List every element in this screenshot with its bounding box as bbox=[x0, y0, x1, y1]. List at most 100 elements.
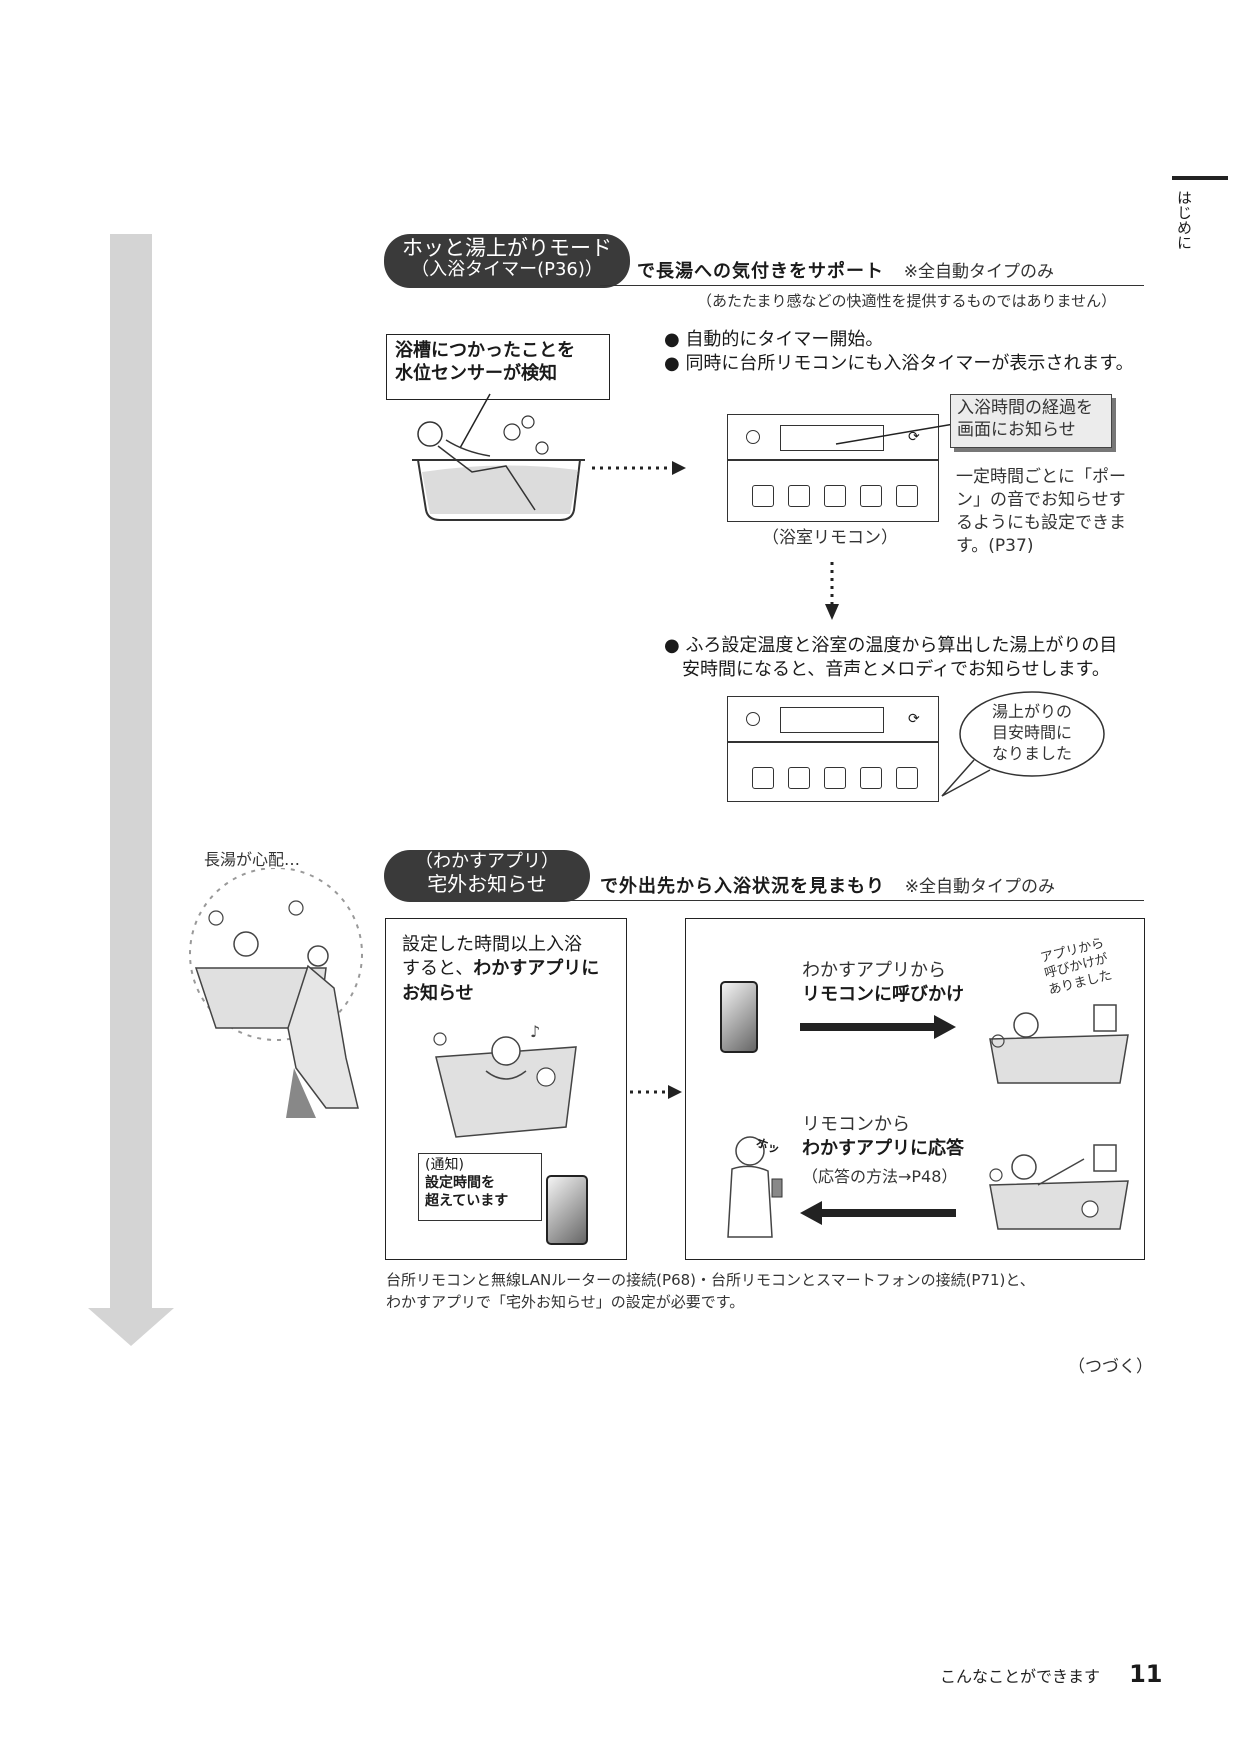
section2-rule bbox=[560, 900, 1144, 901]
section1-bullet-2-text: 同時に台所リモコンにも入浴タイマーが表示されます。 bbox=[685, 353, 1134, 375]
remote2-refresh-icon: ⟳ bbox=[908, 711, 920, 727]
notification-tag: (通知) bbox=[425, 1157, 464, 1173]
worry-label: 長湯が心配… bbox=[204, 850, 301, 869]
remote2-button-4 bbox=[860, 767, 882, 789]
bathtub-illustration bbox=[412, 415, 585, 521]
side-tab-label: はじめに bbox=[1175, 190, 1193, 250]
bathing-man-remote-illustration-2 bbox=[989, 1144, 1129, 1230]
remote2-button-5 bbox=[896, 767, 918, 789]
section1-note: ※全自動タイプのみ bbox=[903, 262, 1054, 282]
bathing-man-remote-illustration-1 bbox=[989, 1004, 1129, 1084]
section1-side-note: 一定時間ごとに「ポー ン」の音でお知らせす るようにも設定できま す。(P37) bbox=[956, 466, 1126, 558]
sensor-box-line2: 水位センサーが検知 bbox=[395, 363, 557, 385]
section1-badge-line1: ホッと湯上がりモード bbox=[402, 236, 612, 260]
bullet-bottom-line2: 安時間になると、音声とメロディでお知らせします。 bbox=[682, 659, 1110, 681]
dotted-arrow-right-2 bbox=[630, 1085, 682, 1099]
flow-arrow-shaft bbox=[110, 234, 152, 1310]
arrow-left-solid-icon bbox=[800, 1201, 956, 1225]
speech-line2: 目安時間に bbox=[991, 722, 1072, 742]
side-note-line1: 一定時間ごとに「ポー bbox=[956, 467, 1126, 487]
side-tab-rule bbox=[1172, 176, 1228, 180]
dotted-arrow-right-1 bbox=[592, 461, 686, 475]
section2-right-panel: わかすアプリから リモコンに呼びかけ アプリから 呼びかけが ありました リモコ… bbox=[685, 918, 1145, 1260]
phone-tap-icon bbox=[720, 981, 758, 1053]
section1-badge-line2: （入浴タイマー(P36)） bbox=[411, 259, 603, 281]
right-bottom-line2: わかすアプリに応答 bbox=[802, 1138, 964, 1160]
woman-with-phone-illustration bbox=[727, 1136, 783, 1238]
footer: こんなことができます 11 bbox=[940, 1660, 1163, 1688]
smartphone-icon bbox=[546, 1175, 588, 1245]
section2-heading-text: で外出先から入浴状況を見まもり bbox=[600, 876, 885, 897]
right-top-line2: リモコンに呼びかけ bbox=[802, 984, 964, 1006]
notification-box: (通知) 設定時間を 超えています bbox=[418, 1153, 542, 1221]
section1-disclaimer: （あたたまり感などの快適性を提供するものではありません） bbox=[697, 292, 1117, 310]
remote1-button-1 bbox=[752, 485, 774, 507]
remote1-button-3 bbox=[824, 485, 846, 507]
right-top-line1: わかすアプリから bbox=[802, 960, 946, 981]
callout-line2: 画面にお知らせ bbox=[957, 420, 1076, 441]
remote-caption: （浴室リモコン） bbox=[762, 528, 898, 548]
remote2-button-1 bbox=[752, 767, 774, 789]
page-number: 11 bbox=[1129, 1660, 1163, 1688]
response-note: （応答の方法→P48） bbox=[802, 1166, 958, 1186]
remote1-button-5 bbox=[896, 485, 918, 507]
section2-badge-line1: （わかすアプリ） bbox=[415, 851, 559, 872]
speech-line1: 湯上がりの bbox=[991, 702, 1072, 721]
section1-bullet-list: ● 自動的にタイマー開始。 ● 同時に台所リモコンにも入浴タイマーが表示されます… bbox=[664, 328, 1134, 377]
speech-line3: なりました bbox=[991, 743, 1072, 763]
left-text-line3: お知らせ bbox=[402, 982, 474, 1004]
section2-footnote: 台所リモコンと無線LANルーターの接続(P68)・台所リモコンとスマートフォンの… bbox=[386, 1270, 1035, 1314]
remote1-button-2 bbox=[788, 485, 810, 507]
right-top-text: わかすアプリから リモコンに呼びかけ bbox=[802, 959, 964, 1008]
display-callout: 入浴時間の経過を 画面にお知らせ bbox=[950, 394, 1112, 448]
svg-text:♪: ♪ bbox=[530, 1022, 540, 1041]
section1-heading: で長湯への気付きをサポート ※全自動タイプのみ bbox=[637, 257, 1054, 283]
sensor-box-line1: 浴槽につかったことを bbox=[395, 340, 575, 361]
side-note-line4: す。(P37) bbox=[956, 535, 1034, 556]
remote2-button-2 bbox=[788, 767, 810, 789]
remote2-power-icon bbox=[746, 712, 760, 726]
callout-pointer-line bbox=[835, 423, 955, 445]
bullet-bottom-text-1: ふろ設定温度と浴室の温度から算出した湯上がりの目 bbox=[685, 635, 1118, 656]
right-bottom-line1: リモコンから bbox=[802, 1114, 910, 1135]
left-text-line2a: すると、 bbox=[402, 958, 474, 980]
left-text-line2: すると、わかすアプリに bbox=[402, 957, 622, 981]
section1-bullet-bottom: ● ふろ設定温度と浴室の温度から算出した湯上がりの目 安時間になると、音声とメロ… bbox=[664, 634, 1117, 683]
remote1-button-4 bbox=[860, 485, 882, 507]
notification-line2: 超えています bbox=[425, 1193, 509, 1210]
footnote-line2: わかすアプリで「宅外お知らせ」の設定が必要です。 bbox=[386, 1292, 745, 1311]
worried-woman-illustration bbox=[189, 868, 363, 1118]
sensor-pointer-line bbox=[459, 393, 491, 449]
callout-line1: 入浴時間の経過を bbox=[957, 398, 1093, 418]
bullet-bottom-line1: ● ふろ設定温度と浴室の温度から算出した湯上がりの目 bbox=[664, 635, 1118, 656]
section1-bullet-1-text: 自動的にタイマー開始。 bbox=[685, 329, 884, 350]
remote2-divider bbox=[728, 741, 938, 743]
section2-heading: で外出先から入浴状況を見まもり ※全自動タイプのみ bbox=[600, 872, 1055, 898]
section2-left-panel: 設定した時間以上入浴 すると、わかすアプリに お知らせ ♪ (通知) 設定時間を… bbox=[385, 918, 627, 1260]
remote2-button-3 bbox=[824, 767, 846, 789]
speech-bubble-text: 湯上がりの 目安時間に なりました bbox=[982, 702, 1082, 764]
remote1-power-icon bbox=[746, 430, 760, 444]
sensor-box: 浴槽につかったことを 水位センサーが検知 bbox=[386, 334, 610, 400]
remote1-divider bbox=[728, 459, 938, 461]
side-note-line2: ン」の音でお知らせす bbox=[956, 489, 1126, 510]
bath-remote-1: ⟳ bbox=[727, 414, 939, 522]
left-text-line2b: わかすアプリに bbox=[473, 958, 600, 980]
dotted-arrow-down bbox=[825, 562, 839, 620]
section1-rule bbox=[600, 285, 1144, 286]
section1-bullet-2: ● 同時に台所リモコンにも入浴タイマーが表示されます。 bbox=[664, 353, 1134, 375]
notification-line1: 設定時間を bbox=[425, 1175, 495, 1192]
section2-badge: （わかすアプリ） 宅外お知らせ bbox=[384, 850, 590, 902]
footnote-line1: 台所リモコンと無線LANルーターの接続(P68)・台所リモコンとスマートフォンの… bbox=[386, 1271, 1035, 1289]
flow-arrow-head-icon bbox=[88, 1308, 174, 1346]
remote2-display bbox=[780, 707, 884, 733]
speech-bubble-shape bbox=[941, 691, 1105, 797]
section1-heading-text: で長湯への気付きをサポート bbox=[637, 261, 884, 282]
section2-badge-line2: 宅外お知らせ bbox=[427, 871, 547, 896]
section2-note: ※全自動タイプのみ bbox=[904, 877, 1055, 897]
remote1-refresh-icon: ⟳ bbox=[908, 429, 920, 445]
app-call-bubble: アプリから 呼びかけが ありました bbox=[1039, 936, 1114, 999]
left-panel-text: 設定した時間以上入浴 すると、わかすアプリに お知らせ bbox=[402, 933, 622, 1006]
section1-badge: ホッと湯上がりモード （入浴タイマー(P36)） bbox=[384, 234, 630, 288]
bath-remote-2: ⟳ bbox=[727, 696, 939, 802]
